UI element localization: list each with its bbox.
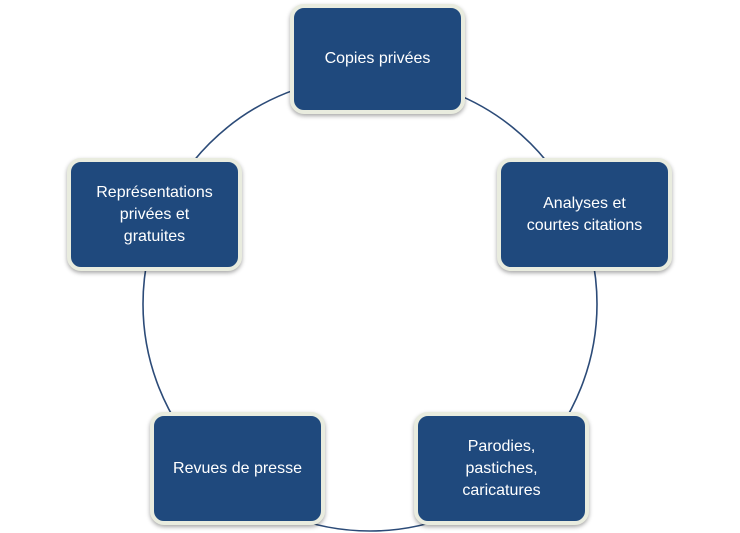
- cycle-node-analyses-citations: Analyses et courtes citations: [497, 158, 672, 271]
- cycle-node-representations: Représentations privées et gratuites: [67, 158, 242, 271]
- cycle-node-label: Représentations privées et gratuites: [96, 183, 213, 245]
- cycle-node-revues-presse: Revues de presse: [150, 412, 325, 525]
- cycle-node-label: Parodies, pastiches, caricatures: [462, 437, 541, 499]
- cycle-node-label: Copies privées: [324, 50, 431, 67]
- cycle-node-copies-privees: Copies privées: [290, 4, 465, 114]
- cycle-node-label: Analyses et courtes citations: [526, 194, 643, 234]
- cycle-node-parodies: Parodies, pastiches, caricatures: [414, 412, 589, 525]
- cycle-node-label: Revues de presse: [173, 459, 302, 477]
